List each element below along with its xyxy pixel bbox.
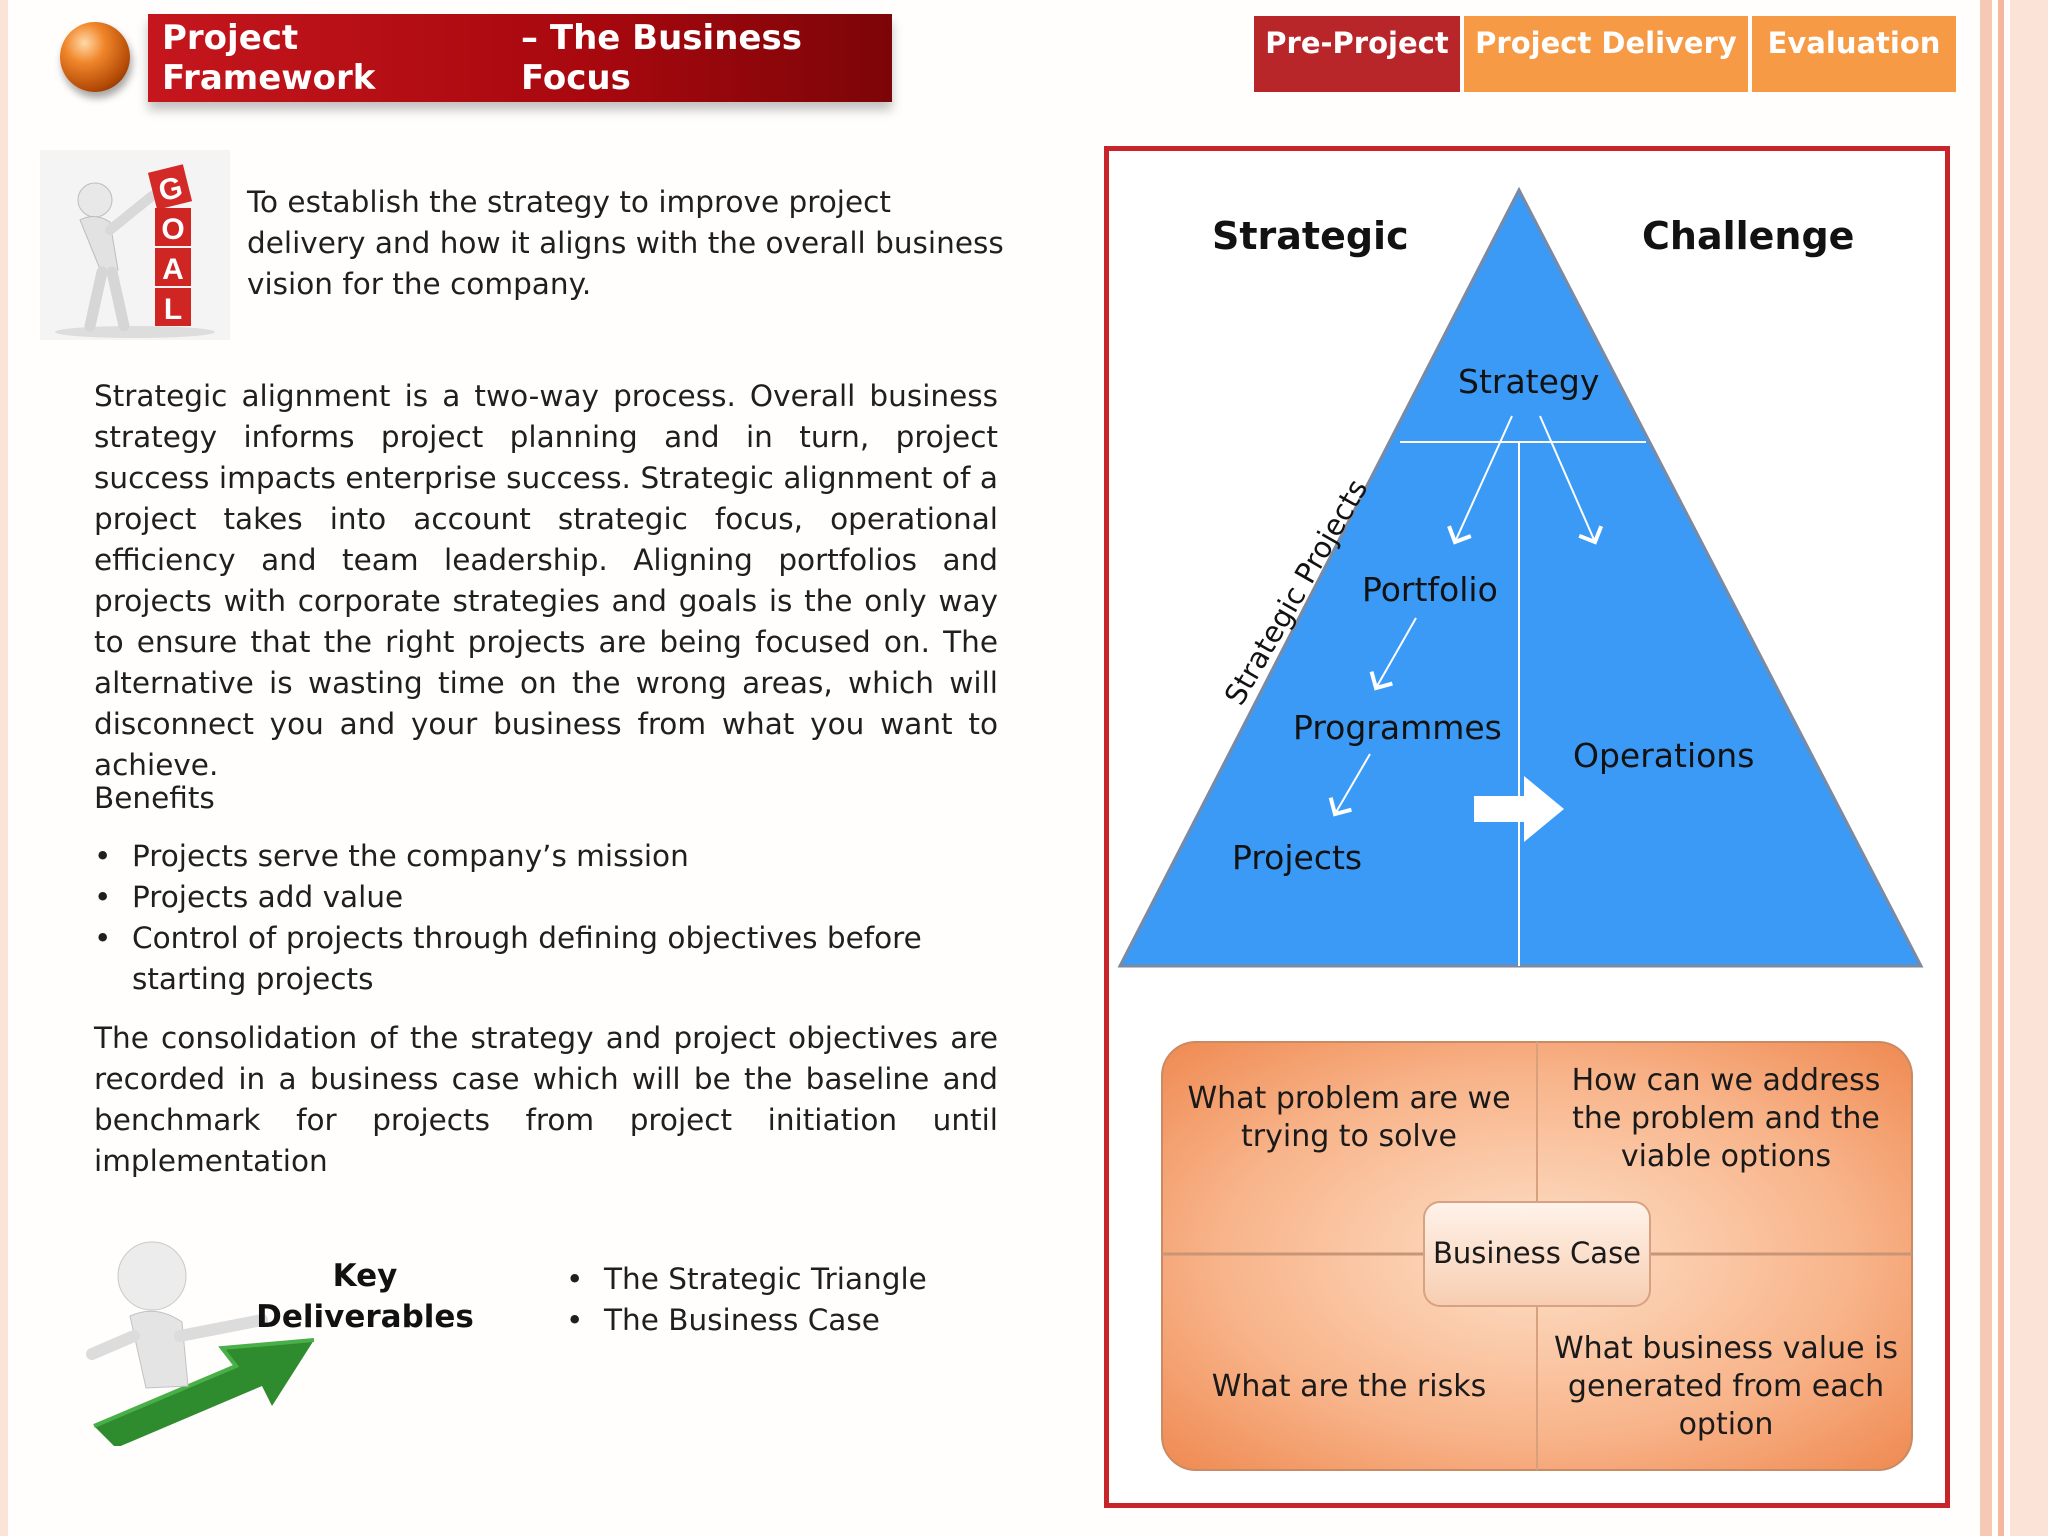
page-title: Project Framework – The Business Focus (148, 14, 892, 102)
triangle-level-projects: Projects (1232, 838, 1362, 877)
border-stripe (1998, 0, 2004, 1536)
business-case-bottom-right: What business value is generated from ea… (1544, 1330, 1908, 1444)
consolidation-paragraph: The consolidation of the strategy and pr… (94, 1018, 998, 1182)
goal-figure-icon: G O A L (40, 150, 230, 340)
tab-evaluation[interactable]: Evaluation (1752, 16, 1956, 92)
goal-letter: O (161, 213, 184, 246)
tab-label: Pre-Project (1265, 26, 1448, 60)
title-part1: Project Framework (162, 18, 495, 98)
benefits-list: Projects serve the company’s mission Pro… (94, 836, 998, 1000)
list-item: The Business Case (566, 1300, 986, 1341)
border-stripe (1980, 0, 1992, 1536)
alignment-paragraph: Strategic alignment is a two-way process… (94, 376, 998, 786)
goal-letter: A (162, 253, 184, 286)
heading-line: Key (240, 1256, 490, 1297)
heading-line: Deliverables (240, 1297, 490, 1338)
tab-pre-project[interactable]: Pre-Project (1254, 16, 1460, 92)
orb-logo-icon (60, 22, 130, 92)
triangle-level-programmes: Programmes (1293, 708, 1502, 747)
tab-label: Evaluation (1768, 26, 1941, 60)
business-case-bottom-left: What are the risks (1174, 1368, 1524, 1406)
business-case-top-right: How can we address the problem and the v… (1544, 1062, 1908, 1176)
title-part2: – The Business Focus (521, 18, 892, 98)
tab-label: Project Delivery (1475, 26, 1737, 60)
triangle-level-strategy: Strategy (1458, 362, 1599, 401)
intro-text: To establish the strategy to improve pro… (247, 182, 1007, 305)
key-deliverables-heading: Key Deliverables (240, 1256, 490, 1338)
tab-project-delivery[interactable]: Project Delivery (1464, 16, 1748, 92)
border-stripe (2010, 0, 2048, 1536)
border-stripe (0, 0, 8, 1536)
business-case-center: Business Case (1424, 1234, 1650, 1272)
deliverables-list: The Strategic Triangle The Business Case (566, 1259, 986, 1341)
list-item: Projects add value (94, 877, 998, 918)
list-item: Projects serve the company’s mission (94, 836, 998, 877)
benefits-heading: Benefits (94, 778, 215, 819)
goal-letter: L (164, 293, 182, 326)
triangle-level-portfolio: Portfolio (1362, 570, 1498, 609)
list-item: The Strategic Triangle (566, 1259, 986, 1300)
business-case-top-left: What problem are we trying to solve (1174, 1080, 1524, 1156)
triangle-heading-right: Challenge (1642, 214, 1854, 258)
triangle-level-operations: Operations (1573, 736, 1754, 775)
triangle-heading-left: Strategic (1212, 214, 1409, 258)
list-item: Control of projects through defining obj… (94, 918, 998, 1000)
